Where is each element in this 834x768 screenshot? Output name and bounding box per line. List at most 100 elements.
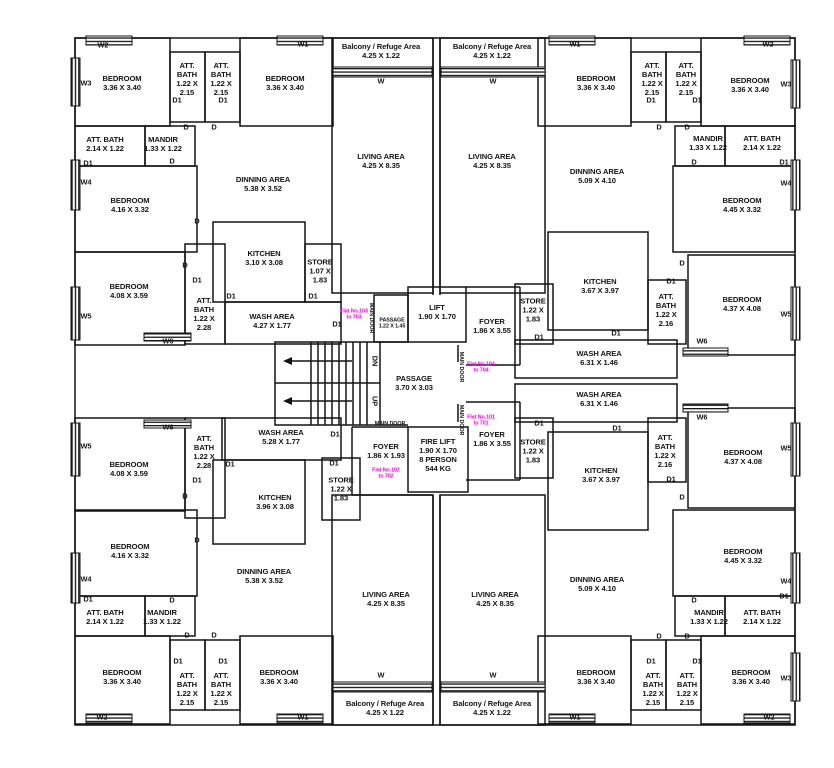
door-label-d1: D1: [611, 328, 621, 338]
stairs-arrows: [283, 357, 292, 405]
door-label-d: D: [182, 260, 188, 270]
door-label-d1: D1: [218, 95, 228, 105]
window-label-w-br: W: [489, 670, 497, 680]
door-label-d1: D1: [779, 591, 789, 601]
door-label-d1: D1: [666, 276, 676, 286]
door-label-d1: D1: [692, 95, 702, 105]
door-label-d: D: [169, 156, 175, 166]
window-label-w5-tr: W5: [780, 309, 792, 319]
door-label-d1: D1: [329, 458, 339, 468]
door-label-d: D: [656, 631, 662, 641]
door-label-d1: D1: [646, 95, 656, 105]
window-label-w1-tr: W1: [569, 39, 581, 49]
door-label-d1: D1: [226, 291, 236, 301]
window-label-w3-tr: W3: [780, 79, 792, 89]
door-label-d: D: [194, 535, 200, 545]
door-label-d1: D1: [534, 418, 544, 428]
door-label-d1: D1: [646, 656, 656, 666]
window-label-w3-tl: W3: [80, 78, 92, 88]
door-label-d1: D1: [192, 275, 202, 285]
window-label-w2-br: W2: [763, 712, 775, 722]
window-label-w5-tl: W5: [80, 311, 92, 321]
window-label-w2-tr: W2: [762, 39, 774, 49]
stairs-up-label: UP: [370, 395, 380, 407]
door-label-d: D: [691, 157, 697, 167]
door-label-d1: D1: [308, 291, 318, 301]
main-door-label-102: MAIN DOOR: [374, 420, 406, 427]
door-label-d1: D1: [534, 332, 544, 342]
door-label-d1: D1: [330, 429, 340, 439]
door-label-d1: D1: [612, 423, 622, 433]
window-label-w-bl: W: [377, 670, 385, 680]
door-label-d: D: [679, 258, 685, 268]
window-label-w1-bl: W1: [297, 712, 309, 722]
door-label-d: D: [183, 122, 189, 132]
door-label-d: D: [182, 491, 188, 501]
door-label-d: D: [194, 216, 200, 226]
door-label-d1: D1: [332, 319, 342, 329]
door-label-d: D: [691, 595, 697, 605]
door-label-d1: D1: [218, 656, 228, 666]
window-label-w6-bl: W6: [162, 422, 174, 432]
window-label-w4-bl: W4: [80, 574, 92, 584]
window-label-w1-br: W1: [569, 712, 581, 722]
window-label-w-tr: W: [489, 76, 497, 86]
window-label-w6-tl: W6: [162, 336, 174, 346]
door-label-d1: D1: [225, 459, 235, 469]
door-label-d: D: [211, 630, 217, 640]
window-bars: [70, 35, 801, 724]
door-label-d: D: [184, 630, 190, 640]
window-label-w5-br: W5: [780, 443, 792, 453]
window-label-w4-br: W4: [780, 576, 792, 586]
main-door-label-103: MAIN DOOR: [368, 302, 375, 334]
door-label-d: D: [656, 122, 662, 132]
window-label-w6-tr: W6: [696, 336, 708, 346]
window-label-w1-tl: W1: [297, 39, 309, 49]
